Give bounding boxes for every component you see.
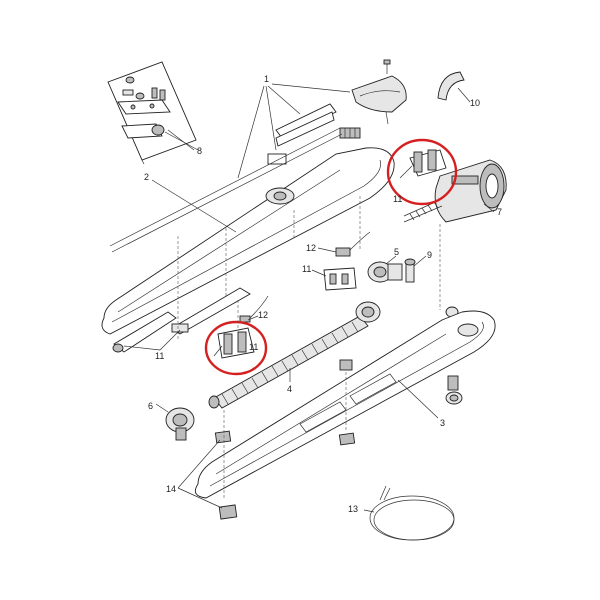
- part-11-motor-bracket: [399, 149, 447, 179]
- label-13: 13: [348, 504, 358, 514]
- part-2-upper-housing: [101, 127, 395, 335]
- part-3-lower-housing: [194, 310, 496, 499]
- part-13-cable-coil: [369, 485, 455, 541]
- label-9: 9: [427, 250, 432, 260]
- part-4-worm-screw: [208, 301, 381, 409]
- part-1-covers: [267, 59, 407, 165]
- part-6-release-lock: [165, 407, 195, 441]
- callout-labels: 1 2 3 4 5 6 7 8 9 10 11 11 11 11 12 12 1…: [144, 74, 502, 514]
- label-12-upper: 12: [306, 243, 316, 253]
- label-11-motor: 11: [393, 194, 402, 204]
- highlight-circle-arm-bracket: [204, 320, 268, 376]
- part-14-square-pads: [214, 430, 356, 520]
- label-2: 2: [144, 172, 149, 182]
- label-8: 8: [197, 146, 202, 156]
- label-1: 1: [264, 74, 269, 84]
- leader-lines: [123, 83, 495, 513]
- part-11-mid-bracket: [323, 267, 357, 291]
- label-7: 7: [497, 207, 502, 217]
- label-10: 10: [470, 98, 480, 108]
- label-5: 5: [394, 247, 399, 257]
- label-4: 4: [287, 384, 292, 394]
- small-fasteners: [339, 306, 463, 405]
- label-3: 3: [440, 418, 445, 428]
- part-8-bracket-kit: [107, 61, 199, 165]
- assembly-guides: [177, 196, 441, 498]
- part-5-gear: [367, 261, 403, 283]
- part-10-release-handle: [437, 71, 465, 101]
- label-14: 14: [166, 484, 176, 494]
- label-6: 6: [148, 401, 153, 411]
- label-11-lower: 11: [155, 351, 164, 361]
- label-11-arm: 11: [249, 342, 258, 352]
- highlight-circle-motor-bracket: [386, 138, 458, 206]
- label-12-lower: 12: [258, 310, 268, 320]
- part-11-lower-brackets: [112, 287, 251, 353]
- label-11-mid: 11: [302, 264, 311, 274]
- part-11-arm-bracket: [213, 327, 255, 359]
- part-7-motor: [403, 159, 507, 223]
- part-9-bolt: [404, 258, 416, 283]
